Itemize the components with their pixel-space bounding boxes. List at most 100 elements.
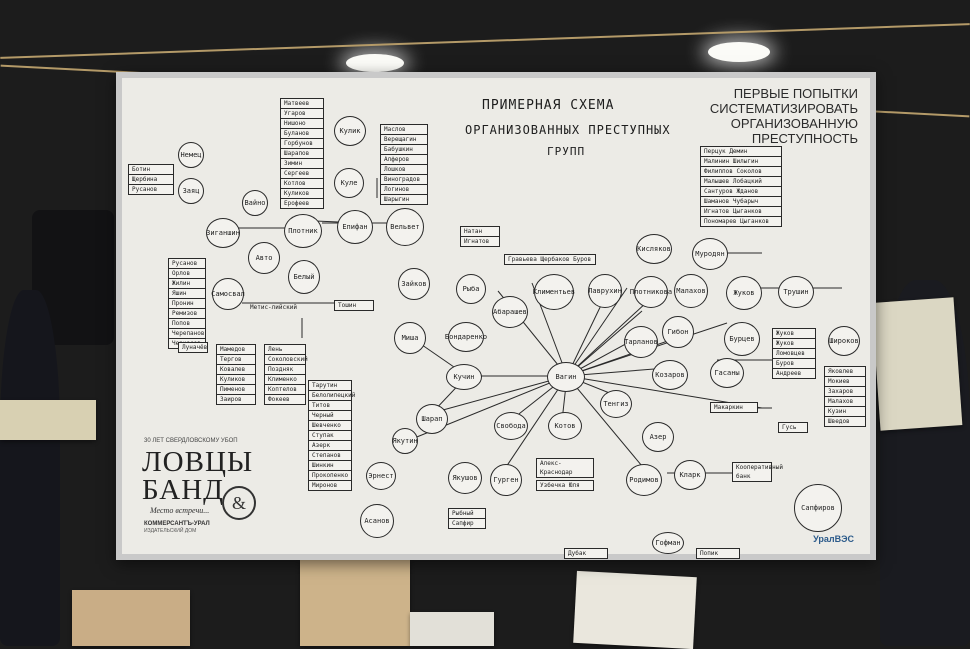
board-title-line1: ПРИМЕРНАЯ СХЕМА [482,98,615,113]
list-entry: Лень [264,344,306,355]
label-box: Узбечка Юля [536,480,594,491]
scheme-node: Трушин [778,276,814,308]
list-entry: Жилин [168,279,206,289]
list-entry: Русанов [128,185,174,195]
list-entry-col: Перцук [704,148,726,155]
list-entry: Поздняк [264,365,306,375]
board-title-line2: ОРГАНИЗОВАННЫХ ПРЕСТУПНЫХ [465,123,671,137]
label-box: Тошин [334,300,374,311]
list-entry: Шарыгин [380,195,428,205]
scheme-label: Гравьева Щербаков Буров [504,254,596,265]
scheme-label: Дубак [564,548,608,559]
list-entry: Виноградов [380,175,428,185]
scheme-node: Асанов [360,504,394,538]
label-box: Макаркин [710,402,758,413]
scheme-node: Бондаренко [445,322,487,352]
list-entry-col: Малинин [704,158,730,165]
scheme-node: Свобода [494,412,528,440]
list-entry: Малинин Шилыгин [700,157,782,167]
list-entry: Ремизов [168,309,206,319]
list-entry: Угаров [280,109,324,119]
list-entry: Рыбный [448,508,486,519]
scheme-node: Кисляков [636,234,672,264]
rope [0,23,970,59]
name-list-maslov: Маслов Верещагин Бабушкин Алферов Лошков… [380,124,428,205]
name-list-plotnik-bottom: Рыбный Сапфир [448,508,486,529]
list-entry: Логинов [380,185,428,195]
list-entry: Андреев [772,369,816,379]
crime-scheme-board: ПРИМЕРНАЯ СХЕМА ОРГАНИЗОВАННЫХ ПРЕСТУПНЫ… [116,72,876,560]
scheme-node: Плотник [284,214,322,248]
scheme-node: Эрнест [366,462,396,490]
list-entry: Верещагин [380,135,428,145]
board-title-line3: ГРУПП [547,145,586,158]
list-entry: Прокопенко [308,471,352,481]
scheme-node: Епифан [337,210,373,244]
exposition-name-line: БАНД [142,474,224,506]
list-entry: Степанов [308,451,352,461]
list-entry: Азерк [308,441,352,451]
list-entry: Щербина [128,175,174,185]
name-list-botin: Ботин Щербина Русанов [128,164,174,195]
caption-line: СИСТЕМАТИЗИРОВАТЬ [709,101,858,116]
paper-note [300,560,410,646]
scheme-node: Рыба [456,274,486,304]
scheme-label: Узбечка Юля [536,480,594,491]
scheme-node: Якутин [392,428,418,454]
list-entry: Шведов [824,417,866,427]
list-entry: Маслов [380,124,428,135]
list-entry: Буланов [280,129,324,139]
scheme-node: Самосвал [211,278,245,310]
name-list-zhukov: Жуков Жуков Ломовцев Буров Андреев [772,328,816,379]
list-entry: Лошков [380,165,428,175]
list-entry: Филиппов Соколов [700,167,782,177]
list-entry-col: Шилыгин [732,158,759,165]
scheme-label: Луначёв [178,342,208,353]
person-left [0,290,60,646]
label-box: Луначёв [178,342,208,353]
paper-note [410,612,494,646]
scheme-node: Бурцев [724,322,760,356]
scheme-node: Козаров [652,360,688,390]
scheme-node: Гофман [652,532,684,554]
list-entry: Бабушкин [380,145,428,155]
paper-note [573,570,697,649]
label-box: Алекс-Краснодар [536,458,594,478]
label-box: Попик [696,548,740,559]
scheme-node: Кулик [334,116,366,146]
scheme-node: Гурген [490,464,522,496]
label-box-part: Гравьева [508,256,537,263]
list-entry: Титов [308,401,352,411]
uralves-logo: УралВЭС [813,534,854,544]
list-entry-col: Чубарыч [732,198,759,205]
name-list-lyon: Лень Соколовский Поздняк Клименко Коптел… [264,344,308,405]
list-entry: Горбунов [280,139,324,149]
list-entry: Сапфир [448,519,486,529]
list-entry: Алферов [380,155,428,165]
scheme-node: Жуков [726,276,762,310]
scheme-node: Климентьев [533,274,575,310]
publisher-subtitle: ИЗДАТЕЛЬСКИЙ ДОМ [144,528,197,534]
list-entry-col: Пономарев [704,218,737,225]
list-entry: Шаманов Чубарыч [700,197,782,207]
list-entry: Коптелов [264,385,306,395]
list-entry: Пономарев Цыганков [700,217,782,227]
list-entry: Шарапов [280,149,324,159]
scheme-node: Гасаны [710,358,744,388]
list-entry-col: Демин [729,148,748,155]
list-entry-col: Жданов [736,188,759,195]
list-entry: Игнатов Цыганков [700,207,782,217]
label-box: Дубак [564,548,608,559]
scheme-node: Миша [394,322,426,354]
exposition-subtitle: Место встречи... [150,506,210,515]
scheme-node: Зайков [398,268,430,300]
exposition-name: ЛОВЦЫ БАНД [142,448,262,506]
list-entry: Заиров [216,395,256,405]
list-entry: Ботин [128,164,174,175]
publisher-name: КОММЕРСАНТЪ-УРАЛ [144,521,210,527]
list-entry: Сергеев [280,169,324,179]
name-list-gusev: Гусь [778,422,808,433]
scheme-label: Тошин [334,300,374,311]
list-entry: Матвеев [280,98,324,109]
